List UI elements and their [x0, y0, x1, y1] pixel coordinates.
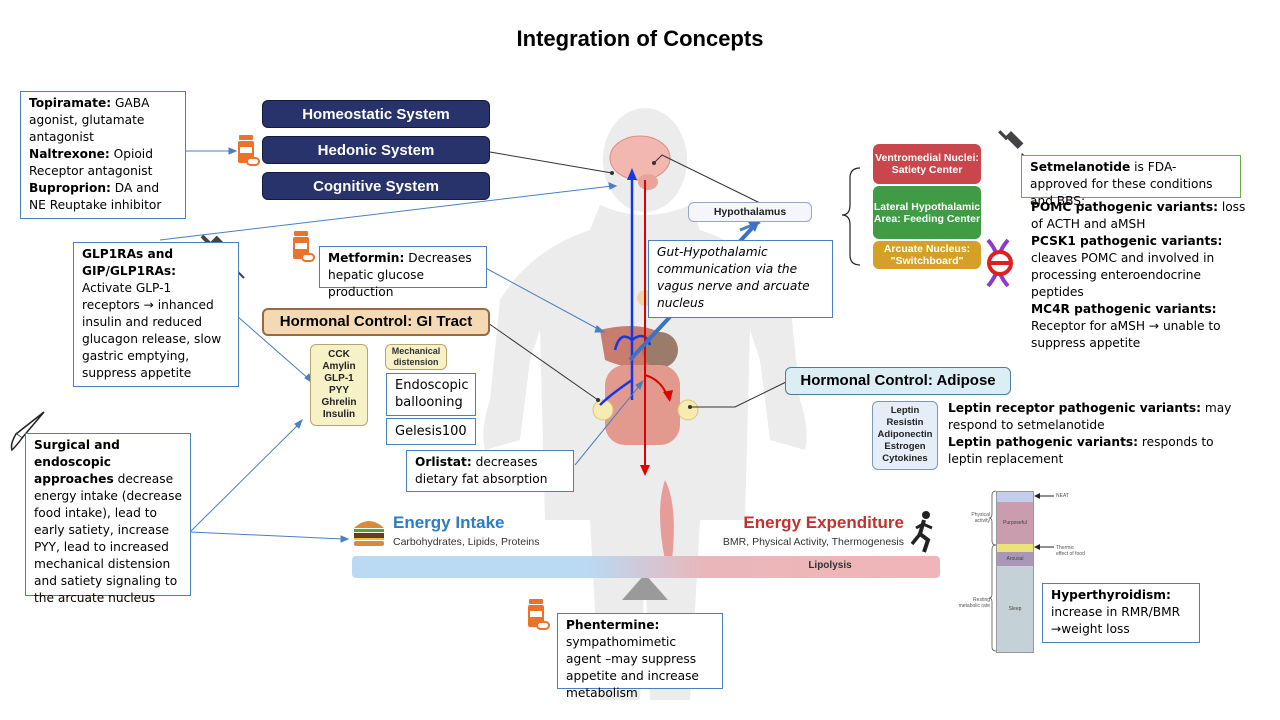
gi-hormones-list: CCK Amylin GLP-1 PYY Ghrelin Insulin: [310, 344, 368, 426]
phentermine-box: Phentermine: sympathomimetic agent –may …: [557, 613, 723, 700]
glp1-agonists-box: GLP1RAs and GIP/GLP1RAs: Activate GLP-1 …: [73, 242, 239, 387]
burger-icon: [354, 521, 384, 546]
arcuate-nucleus-box: Arcuate Nucleus: "Switchboard": [873, 241, 981, 269]
metformin-box: Metformin: Decreases hepatic glucose pro…: [319, 246, 487, 299]
cognitive-system-box: Cognitive System: [262, 172, 490, 200]
leptin-notes: Leptin receptor pathogenic variants: may…: [948, 401, 1232, 466]
hypothalamus-label: Hypothalamus: [688, 202, 812, 222]
energy-intake-title: Energy Intake: [393, 513, 505, 532]
adipose-header: Hormonal Control: Adipose: [785, 367, 1011, 395]
neat-label: NEAT: [1056, 493, 1069, 499]
combo-drugs-box: Topiramate: GABA agonist, glutamate anta…: [20, 91, 186, 219]
surgical-approaches-box: Surgical and endoscopic approaches decre…: [25, 433, 191, 605]
scalpel-icon: [10, 411, 45, 452]
hypothalamus-bracket: [841, 167, 861, 266]
dna-mutation-icon: [986, 238, 1013, 288]
gelesis100-box: Gelesis100: [386, 418, 476, 445]
vagus-nerve-path: [599, 175, 652, 406]
hedonic-system-box: Hedonic System: [262, 136, 490, 164]
pill-bottle-icon: [528, 599, 550, 630]
energy-intake-subtitle: Carbohydrates, Lipids, Proteins: [393, 536, 540, 548]
setmelanotide-box: Setmelanotide is FDA-approved for these …: [1021, 155, 1241, 208]
segment-purposeful: Purposeful: [997, 502, 1033, 544]
energy-expenditure-title: Energy Expenditure: [743, 513, 904, 532]
lateral-hypothalamic-area-box: Lateral Hypothalamic Area: Feeding Cente…: [873, 186, 981, 239]
energy-balance-bar: [352, 556, 940, 578]
expenditure-components-chart: Purposeful Arousal Sleep: [996, 491, 1034, 653]
hyperthyroidism-box: Hyperthyroidism:increase in RMR/BMR →wei…: [1042, 583, 1200, 643]
energy-expenditure-subtitle: BMR, Physical Activity, Thermogenesis: [722, 536, 904, 548]
variant-item: MC4R pathogenic variants: Receptor for a…: [1031, 302, 1221, 350]
genetic-variants-list: POMC pathogenic variants: loss of ACTH a…: [1031, 199, 1246, 352]
pill-bottle-icon: [293, 231, 315, 262]
ventromedial-nuclei-box: Ventromedial Nuclei: Satiety Center: [873, 144, 981, 184]
resting-metabolic-rate-label: Resting metabolic rate: [958, 597, 990, 609]
brain-icon: [609, 135, 671, 190]
runner-icon: [910, 511, 933, 553]
segment-neat: [997, 492, 1033, 502]
efferent-path: [644, 180, 669, 470]
page-title: Integration of Concepts: [516, 26, 764, 51]
mechanical-distension-label: Mechanical distension: [385, 344, 447, 370]
vagus-arrowhead: [627, 168, 637, 180]
homeostatic-system-box: Homeostatic System: [262, 100, 490, 128]
segment-sleep: Sleep: [997, 566, 1033, 652]
variant-item: POMC pathogenic variants: loss of ACTH a…: [1031, 200, 1246, 231]
physical-activity-label: Physical activity: [971, 512, 990, 524]
lipolysis-label: Lipolysis: [808, 560, 852, 571]
orlistat-box: Orlistat: decreases dietary fat absorpti…: [406, 450, 574, 492]
adipose-hormones-list: Leptin Resistin Adiponectin Estrogen Cyt…: [872, 401, 938, 470]
segment-thermic: [997, 544, 1033, 552]
endoscopic-ballooning-box: Endoscopic ballooning: [386, 373, 476, 416]
thermic-effect-label: Thermic effect of food: [1056, 545, 1085, 557]
variant-item: PCSK1 pathogenic variants: cleaves POMC …: [1031, 234, 1223, 299]
muscle-icon: [660, 480, 674, 560]
gut-hypothalamic-box: Gut-Hypothalamic communication via the v…: [648, 240, 833, 318]
gi-tract-header: Hormonal Control: GI Tract: [262, 308, 490, 336]
pill-bottle-icon: [238, 135, 260, 166]
segment-arousal: Arousal: [997, 552, 1033, 566]
